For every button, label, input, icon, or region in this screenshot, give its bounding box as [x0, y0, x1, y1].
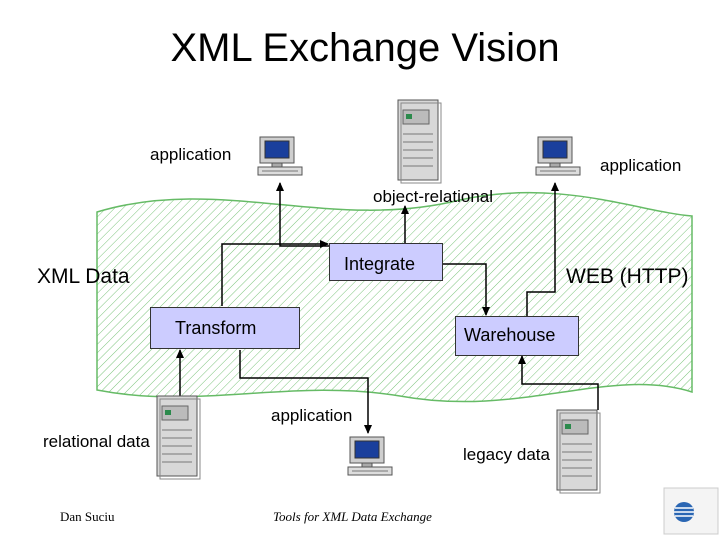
box-transform: Transform [150, 307, 300, 349]
box-warehouse-label: Warehouse [464, 325, 556, 345]
footer-course: Tools for XML Data Exchange [273, 509, 432, 524]
label-object-relational: object-relational [373, 187, 494, 206]
label-web-http: WEB (HTTP) [566, 265, 689, 288]
arrow-transform-app-bottom [239, 350, 372, 434]
page-title: XML Exchange Vision [170, 26, 560, 70]
pc-icon-bottom [347, 436, 393, 476]
att-logo-icon [663, 487, 719, 535]
label-relational-data: relational data [43, 432, 150, 451]
label-legacy-data: legacy data [463, 445, 550, 464]
footer-author: Dan Suciu [60, 509, 115, 524]
arrow-integrate-warehouse [442, 263, 490, 316]
label-app-right: application [600, 156, 682, 175]
pc-icon-left [257, 136, 303, 176]
box-integrate: Integrate [329, 243, 443, 281]
server-icon-top [397, 99, 442, 184]
arrow-transform-integrate [221, 240, 329, 306]
arrow-legacy-warehouse [518, 355, 599, 410]
label-app-bottom: application [271, 406, 353, 425]
box-integrate-label: Integrate [344, 254, 416, 274]
server-icon-relational [156, 395, 201, 480]
server-icon-legacy [556, 409, 601, 494]
label-app-left: application [150, 145, 232, 164]
box-transform-label: Transform [175, 318, 257, 338]
box-warehouse: Warehouse [455, 316, 579, 356]
pc-icon-right [535, 136, 581, 176]
arrow-integrate-app-left [276, 182, 330, 247]
label-xml-data: XML Data [37, 265, 130, 288]
arrow-warehouse-app-right [526, 182, 559, 318]
web-band [96, 191, 693, 403]
